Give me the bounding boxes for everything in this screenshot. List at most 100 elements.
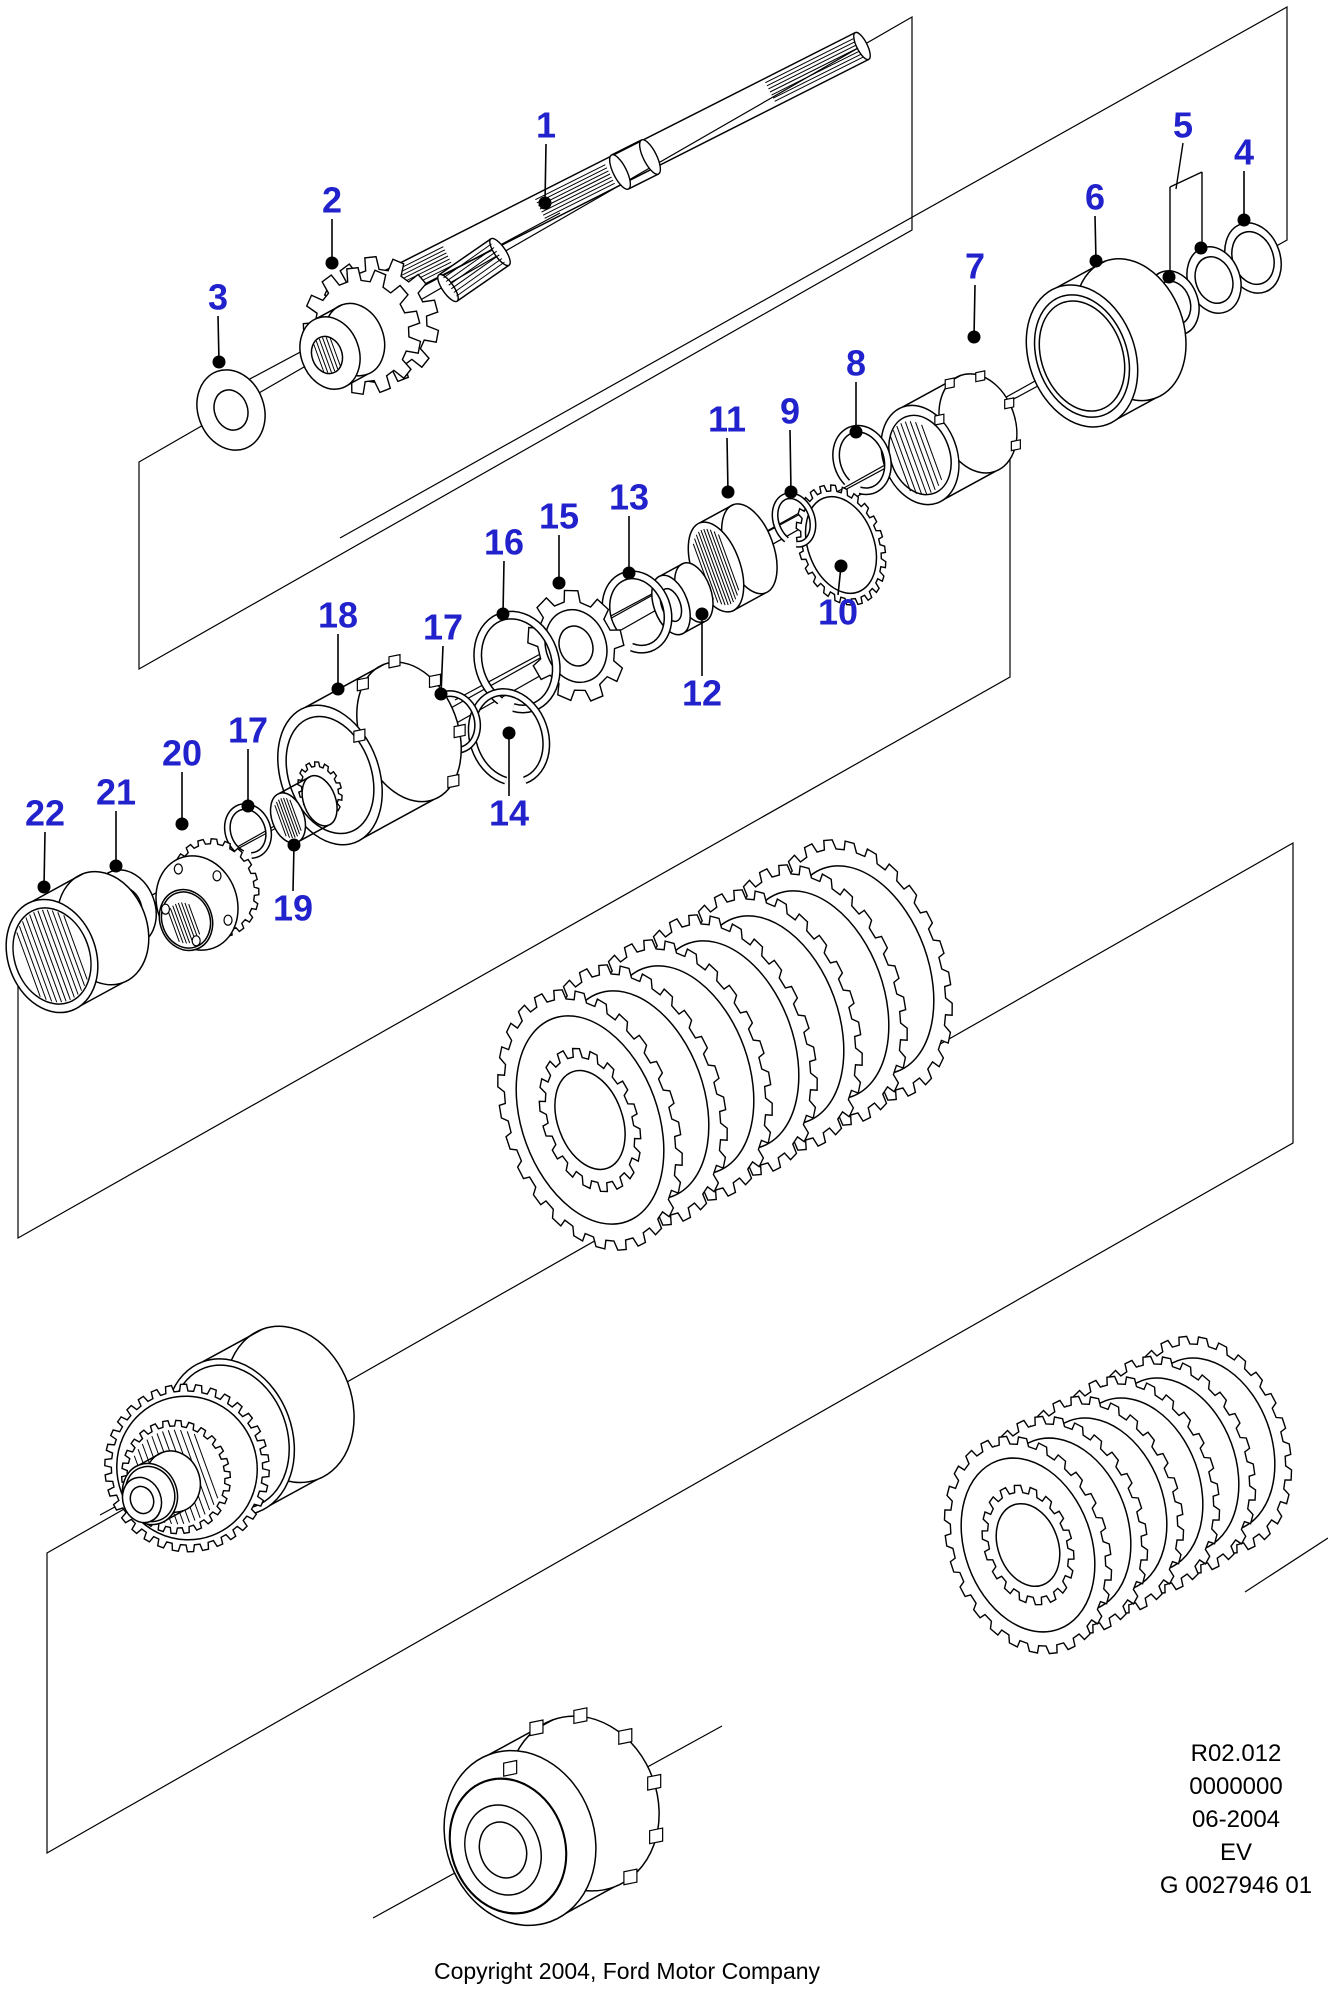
callout-number: 10 [818, 592, 858, 633]
callout-17: 17 [228, 710, 268, 813]
callout-number: 6 [1085, 177, 1105, 218]
callout-number: 7 [965, 246, 985, 287]
callout-5: 5 [1162, 105, 1208, 284]
callout-number: 21 [96, 772, 136, 813]
callout-10: 10 [818, 559, 858, 633]
callout-number: 1 [536, 105, 556, 146]
part-18-lugs [353, 653, 466, 789]
part-1-collar [608, 139, 662, 190]
leader-dot [496, 607, 510, 621]
part-2-bore [310, 335, 344, 375]
callout-number: 8 [846, 343, 866, 384]
callout-number: 2 [322, 180, 342, 221]
part-8-snap-ring [832, 424, 892, 496]
callout-number: 14 [489, 793, 529, 834]
callout-16: 16 [484, 522, 524, 621]
leader-bracket-lines [1169, 142, 1203, 277]
part-20-bolts [160, 863, 233, 947]
callout-number: 12 [682, 673, 722, 714]
callout-number: 15 [539, 496, 579, 537]
leader-dot [287, 838, 301, 852]
callout-12: 12 [682, 607, 722, 714]
callout-2: 2 [322, 180, 342, 270]
part-10-inner [804, 495, 878, 595]
callout-6: 6 [1085, 177, 1105, 268]
leader-dot [622, 566, 636, 580]
callout-number: 17 [228, 710, 268, 751]
leader-dot [212, 355, 226, 369]
callout-20: 20 [162, 733, 202, 831]
drawing-graphic-id: G 0027946 01 [1159, 1872, 1313, 1899]
callout-18: 18 [318, 595, 358, 696]
part-11-splines [692, 528, 740, 606]
callout-number: 19 [273, 888, 313, 929]
part-17-snap-ring-b [223, 803, 273, 859]
part-4-seal [1224, 222, 1282, 294]
callout-13: 13 [609, 477, 649, 580]
callout-19: 19 [273, 838, 313, 929]
frame-sheet-2 [339, 5, 1288, 743]
callout-17: 17 [423, 607, 463, 701]
callout-14: 14 [489, 726, 529, 834]
callout-number: 4 [1234, 132, 1254, 173]
part-13-ring [601, 570, 673, 654]
callout-4: 4 [1234, 132, 1254, 227]
part-22-ring-gear [5, 870, 150, 1014]
part-19-splines [274, 797, 302, 839]
part-20-bore [167, 902, 201, 944]
part-14-snap-ring [467, 688, 551, 785]
part-1-splines-mid [535, 164, 615, 219]
part-20-hub [158, 888, 214, 952]
leader-dot [967, 330, 981, 344]
leader-dot [331, 682, 345, 696]
part-2-bore-splines [313, 337, 341, 373]
leader-dot [1194, 241, 1208, 255]
drawing-ref: R02.012 [1190, 1740, 1282, 1767]
callout-15: 15 [539, 496, 579, 590]
callout-number: 5 [1173, 105, 1193, 146]
leader-dot [721, 485, 735, 499]
drawing-date: 06-2004 [1191, 1806, 1281, 1833]
callout-7: 7 [965, 246, 985, 344]
bottom-drum-inner [464, 1804, 542, 1896]
leader-dot [538, 196, 552, 210]
part-1-stub [437, 237, 511, 303]
lower-left-hub-front [121, 1476, 163, 1524]
callout-number: 17 [423, 607, 463, 648]
drawing-number: 0000000 [1189, 1773, 1283, 1800]
part-15-inner [544, 608, 608, 684]
leader-dot [849, 425, 863, 439]
part-6-front [1033, 294, 1131, 418]
callout-number: 16 [484, 522, 524, 563]
part-9-snap-ring [771, 492, 817, 548]
callout-21: 21 [96, 772, 136, 873]
clutch-pack-b [943, 1335, 1293, 1655]
callout-number: 13 [609, 477, 649, 518]
leader-dot [1089, 254, 1103, 268]
part-16-ring [473, 610, 561, 714]
part-1-stub-splines [443, 243, 505, 297]
callout-number: 22 [25, 793, 65, 834]
bottom-drum-lugs [503, 1707, 664, 1886]
callout-8: 8 [846, 343, 866, 439]
leader-dot [552, 576, 566, 590]
leader-dot [109, 859, 123, 873]
leader-dot [241, 799, 255, 813]
callout-number: 11 [708, 399, 746, 440]
callout-number: 18 [318, 595, 358, 636]
leader-dot [784, 485, 798, 499]
leader-dot [37, 880, 51, 894]
part-7-lugs [934, 370, 1021, 452]
callout-number: 9 [780, 391, 800, 432]
leader-dot [1237, 213, 1251, 227]
callout-number: 20 [162, 733, 202, 774]
callout-11: 11 [708, 399, 746, 499]
part-3-washer [196, 369, 266, 451]
part-22-splines [16, 909, 88, 1003]
copyright-line: Copyright 2004, Ford Motor Company [433, 1958, 821, 1984]
callout-1: 1 [536, 105, 556, 210]
leader-dot [502, 726, 516, 740]
drawing-info-block: R02.012 0000000 06-2004 EV G 0027946 01 [1086, 1737, 1328, 1902]
